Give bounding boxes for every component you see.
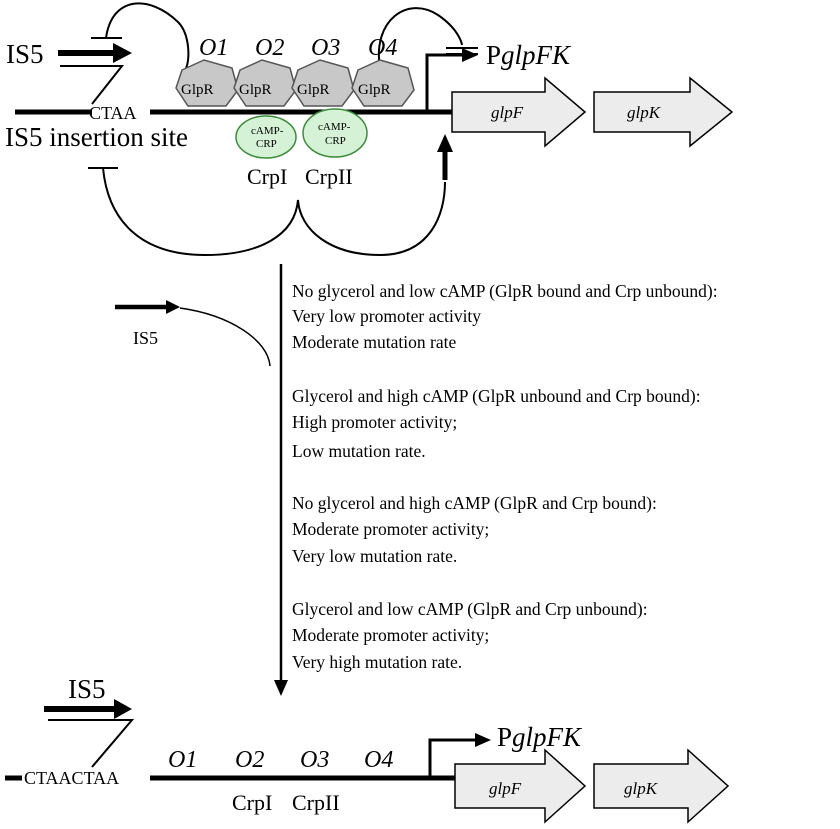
condition-block-3: No glycerol and high cAMP (GlpR and Crp … (292, 493, 657, 566)
bottom-operator-o4: O4 (364, 747, 393, 773)
bottom-gene-glpf: glpF (454, 748, 587, 824)
glpr-label-4: GlpR (358, 82, 391, 98)
top-gene-glpk-label: glpK (627, 103, 662, 122)
glpr-protein-3: GlpR (291, 59, 355, 107)
top-promoter-arrow (425, 53, 465, 110)
top-gene-glpk: glpK (593, 76, 734, 148)
bottom-promoter-arrow (428, 738, 478, 776)
condition-3-title: No glycerol and high cAMP (GlpR and Crp … (292, 493, 657, 513)
condition-2-mutation: Low mutation rate. (292, 441, 426, 461)
condition-block-4: Glycerol and low cAMP (GlpR and Crp unbo… (292, 599, 648, 672)
top-panel: IS5 CTAA IS5 insertion site O1 O2 O3 O4 … (5, 2, 734, 257)
top-is5-arrowhead (113, 43, 132, 63)
glpr-label-1: GlpR (181, 82, 214, 98)
bottom-crp-site-2: CrpII (292, 790, 340, 815)
top-crp-site-2: CrpII (305, 164, 353, 189)
bottom-site-sequence: CTAACTAA (24, 768, 119, 788)
top-operator-labels: O1 O2 O3 O4 (199, 35, 397, 61)
condition-1-title: No glycerol and low cAMP (GlpR bound and… (292, 281, 718, 301)
condition-3-mutation: Very low mutation rate. (292, 546, 457, 566)
condition-1-mutation: Moderate mutation rate (292, 332, 456, 352)
camp-crp-1-line2: CRP (256, 138, 277, 150)
top-site-sequence: CTAA (89, 103, 137, 123)
top-promoter-gene: glpFK (501, 40, 572, 70)
bottom-promoter-prefix: P (497, 722, 512, 752)
bottom-promoter-gene: glpFK (512, 722, 583, 752)
top-insertion-site-label: IS5 insertion site (5, 122, 188, 152)
condition-4-title: Glycerol and low cAMP (GlpR and Crp unbo… (292, 599, 648, 619)
condition-block-2: Glycerol and high cAMP (GlpR unbound and… (292, 386, 701, 461)
bottom-operator-labels: O1 O2 O3 O4 (168, 747, 393, 773)
condition-2-activity: High promoter activity; (292, 412, 457, 432)
bottom-gene-glpk-label: glpK (624, 779, 659, 798)
camp-crp-1: cAMP- CRP (235, 115, 297, 159)
bottom-operator-o1: O1 (168, 747, 197, 773)
glpr-label-3: GlpR (297, 82, 330, 98)
bottom-is5-arrowhead (114, 699, 132, 719)
bottom-insertion-triangle (48, 719, 135, 768)
bottom-gene-glpk: glpK (593, 748, 730, 824)
condition-4-activity: Moderate promoter activity; (292, 625, 489, 645)
bottom-promoter-label: PglpFK (497, 722, 583, 752)
top-operator-o4: O4 (368, 35, 397, 61)
bottom-crp-site-1: CrpI (232, 790, 272, 815)
condition-2-title: Glycerol and high cAMP (GlpR unbound and… (292, 386, 701, 406)
top-arc-lower-arrowhead (437, 134, 453, 152)
condition-1-activity: Very low promoter activity (292, 306, 481, 326)
top-crp-site-1: CrpI (247, 164, 287, 189)
glpr-protein-2: GlpR (233, 59, 297, 107)
glpr-protein-1: GlpR (175, 59, 239, 107)
camp-crp-2: cAMP- CRP (302, 108, 368, 158)
bottom-gene-glpf-label: glpF (489, 779, 522, 798)
middle-is5-arrowhead (166, 300, 180, 314)
top-arc-upper-left (91, 2, 190, 69)
condition-block-1: No glycerol and low cAMP (GlpR bound and… (292, 281, 718, 352)
middle-is5-curve (179, 307, 271, 367)
top-operator-o2: O2 (255, 35, 284, 61)
bottom-operator-o2: O2 (235, 747, 264, 773)
top-promoter-prefix: P (486, 40, 501, 70)
condition-4-mutation: Very high mutation rate. (292, 652, 462, 672)
middle-is5-label: IS5 (133, 328, 158, 348)
bottom-panel: IS5 CTAACTAA O1 O2 O3 O4 CrpI CrpII Pglp… (5, 674, 730, 824)
top-insertion-triangle (60, 65, 125, 105)
bottom-promoter-arrowhead (475, 733, 491, 747)
glpr-label-2: GlpR (239, 82, 272, 98)
top-gene-glpf-label: glpF (491, 103, 524, 122)
bottom-is5-label: IS5 (68, 674, 106, 704)
camp-crp-2-line1: cAMP- (318, 121, 351, 133)
top-arc-lower (88, 167, 446, 257)
middle-vertical-arrowhead (274, 680, 288, 696)
top-glpr-repressors: GlpR GlpR GlpR GlpR (175, 59, 415, 107)
glpr-protein-4: GlpR (351, 59, 415, 107)
condition-3-activity: Moderate promoter activity; (292, 519, 489, 539)
top-is5-label: IS5 (6, 39, 44, 69)
top-operator-o1: O1 (199, 35, 228, 61)
top-camp-crp-complexes: cAMP- CRP cAMP- CRP CrpI CrpII (235, 108, 368, 189)
top-operator-o3: O3 (311, 35, 340, 61)
camp-crp-2-line2: CRP (325, 135, 346, 147)
camp-crp-1-line1: cAMP- (251, 125, 284, 137)
top-promoter-arrowhead (462, 48, 478, 62)
bottom-operator-o3: O3 (300, 747, 329, 773)
middle-panel: IS5 No glycerol and low cAMP (GlpR bound… (115, 264, 718, 696)
top-promoter-label: PglpFK (486, 40, 572, 70)
top-gene-glpf: glpF (451, 76, 587, 148)
